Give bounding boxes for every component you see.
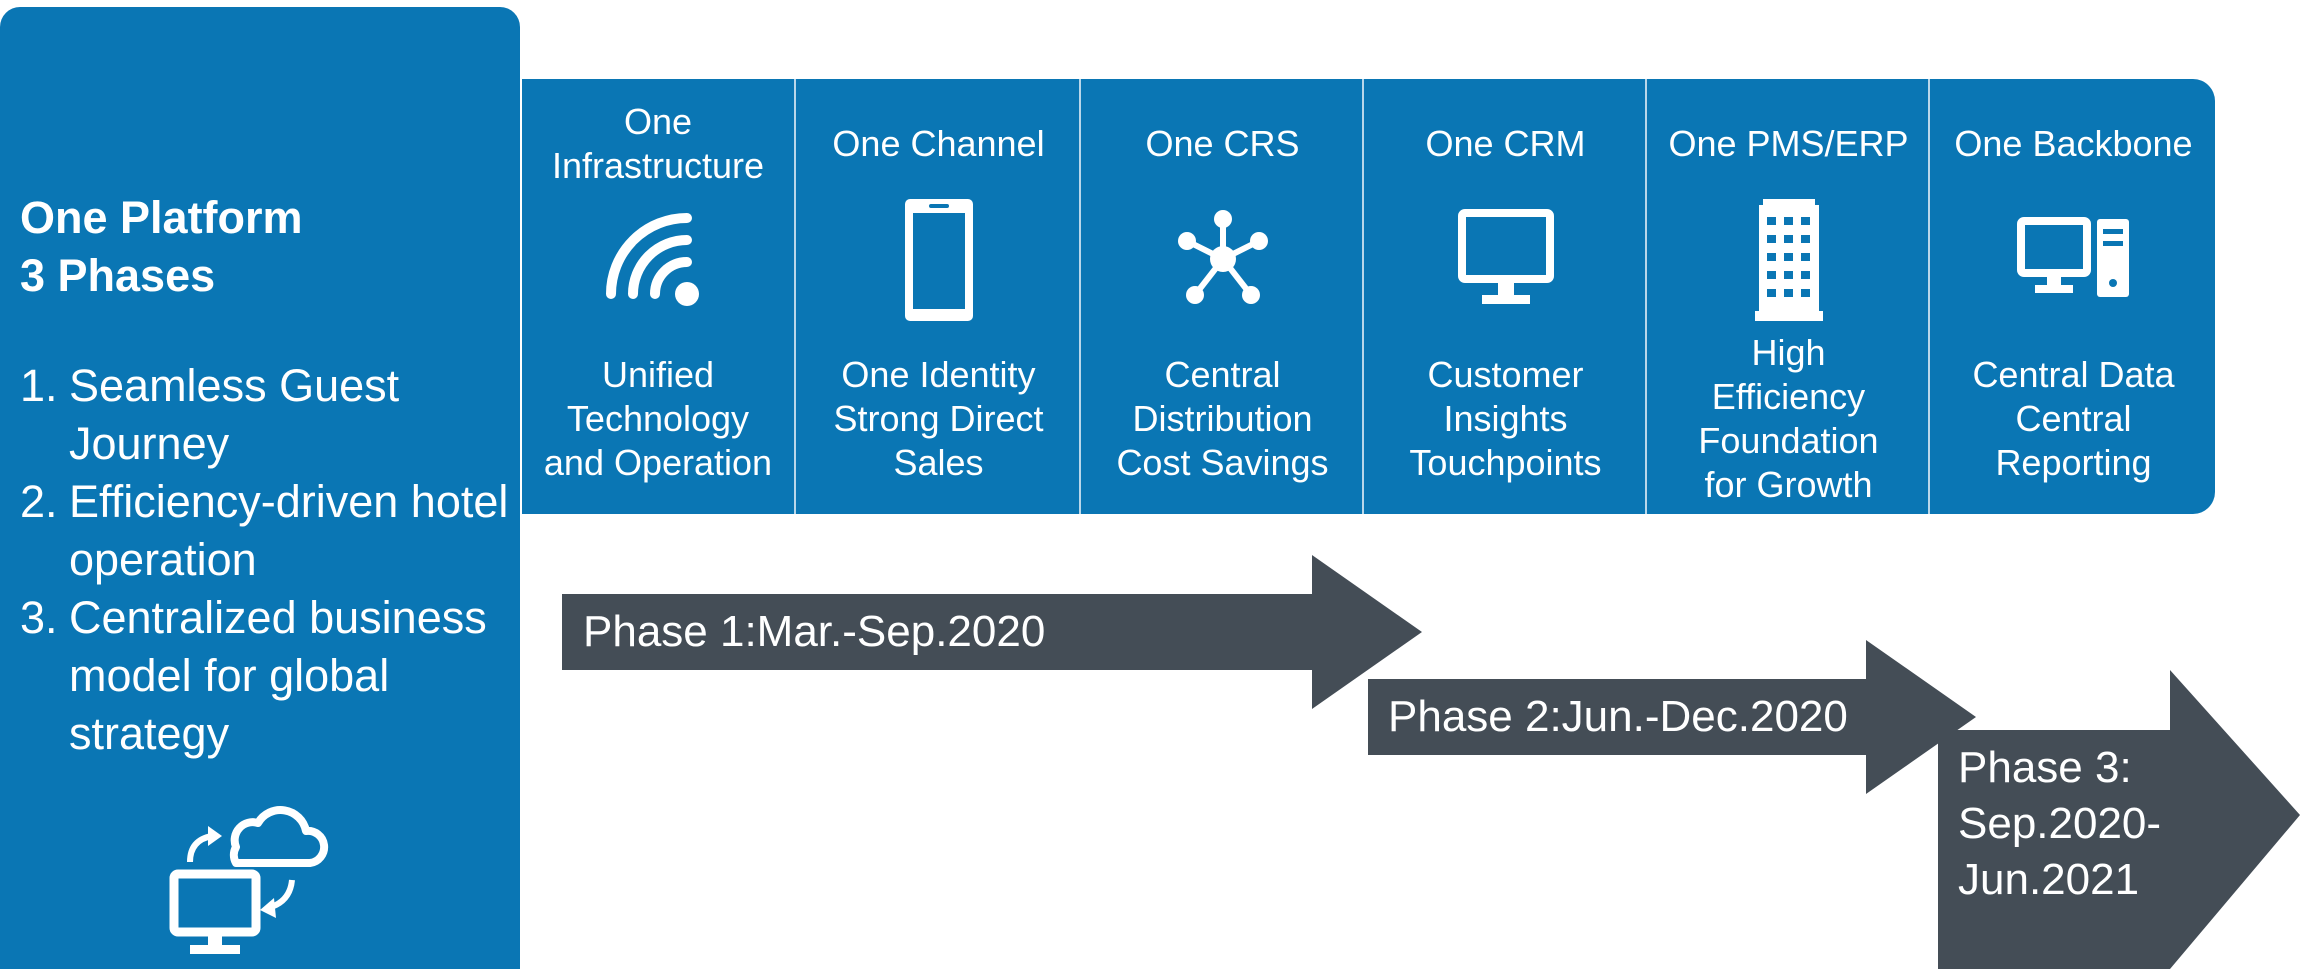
- phase-3-label: Phase 3: Sep.2020- Jun.2021: [1958, 743, 2162, 904]
- building-icon: [1647, 197, 1930, 322]
- pillars-band: One Infrastructure Unified Technology an…: [522, 79, 2215, 514]
- pillar-description: High Efficiency Foundation for Growth: [1698, 332, 1879, 505]
- goal-item: 1. Seamless Guest Journey: [20, 357, 510, 473]
- goal-number: 2.: [20, 476, 58, 527]
- goal-item: 3. Centralized business model for global…: [20, 589, 510, 763]
- pillar-one-channel: One Channel One Identity Strong Direct S…: [794, 79, 1081, 514]
- pillar-title: One Backbone: [1954, 123, 2193, 164]
- smartphone-icon: [796, 197, 1081, 322]
- pillar-description: One Identity Strong Direct Sales: [833, 354, 1044, 483]
- platform-title-line2: 3 Phases: [20, 250, 216, 301]
- pillar-title: One CRM: [1425, 123, 1586, 164]
- goal-text: Efficiency-driven hotel operation: [69, 476, 509, 585]
- platform-title: One Platform 3 Phases: [20, 189, 500, 305]
- pillar-title: One Channel: [832, 123, 1045, 164]
- hub-network-icon: [1081, 201, 1364, 316]
- goal-number: 3.: [20, 592, 58, 643]
- phase-1-label: Phase 1:Mar.-Sep.2020: [583, 607, 1046, 656]
- phase-3-arrow: [1938, 670, 2300, 969]
- pillar-title: One Infrastructure: [551, 101, 765, 186]
- goal-item: 2. Efficiency-driven hotel operation: [20, 473, 510, 589]
- phase-2-label: Phase 2:Jun.-Dec.2020: [1388, 692, 1848, 741]
- goal-text: Seamless Guest Journey: [69, 360, 400, 469]
- monitor-icon: [1364, 201, 1647, 316]
- phase-1-arrow: [562, 555, 1422, 709]
- pillar-one-crs: One CRS Central: [1079, 79, 1364, 514]
- goal-number: 1.: [20, 360, 58, 411]
- pillar-title: One PMS/ERP: [1668, 123, 1909, 164]
- goal-text: Centralized business model for global st…: [69, 592, 487, 759]
- goal-list: 1. Seamless Guest Journey 2. Efficiency-…: [20, 357, 510, 763]
- phase-2-arrow: [1368, 640, 1976, 794]
- platform-summary-panel: One Platform 3 Phases 1. Seamless Guest …: [0, 7, 520, 969]
- platform-title-line1: One Platform: [20, 192, 303, 243]
- pillar-one-pms-erp: One PMS/ERP High Efficiency Foundation f…: [1645, 79, 1930, 514]
- desktop-tower-icon: [1930, 201, 2215, 316]
- pillar-description: Customer Insights Touchpoints: [1409, 354, 1602, 483]
- pillar-one-infrastructure: One Infrastructure Unified Technology an…: [522, 79, 794, 514]
- pillar-description: Unified Technology and Operation: [543, 354, 773, 483]
- pillar-description: Central Data Central Reporting: [1972, 354, 2175, 483]
- pillar-title: One CRS: [1145, 123, 1300, 164]
- wifi-icon: [522, 201, 794, 316]
- computer-cloud-sync-icon: [168, 792, 338, 967]
- pillar-one-crm: One CRM Customer Insights Touchpoints: [1362, 79, 1647, 514]
- pillar-one-backbone: One Backbone Central Data Central Report…: [1928, 79, 2215, 514]
- pillar-description: Central Distribution Cost Savings: [1116, 354, 1329, 483]
